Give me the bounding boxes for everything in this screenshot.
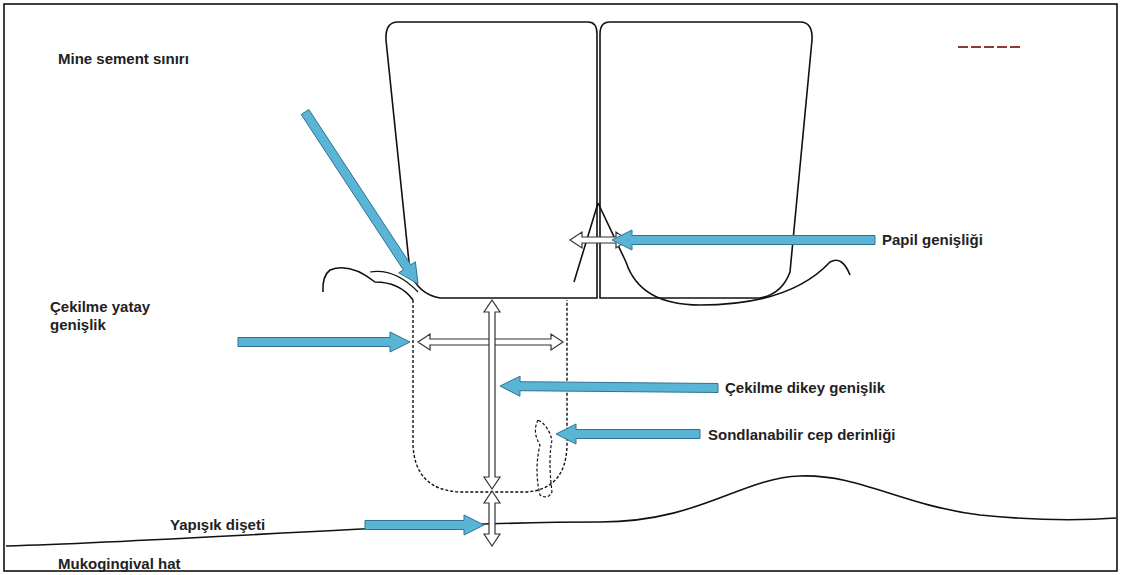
frame: [4, 4, 1117, 571]
callout-label: Çekilme yatay genişlik: [50, 298, 180, 334]
measure-arrow: [484, 300, 500, 489]
recession-outline: [413, 300, 567, 492]
pointer-arrow: [556, 424, 700, 444]
gingival-margin: [626, 260, 850, 305]
tooth-crown: [600, 22, 812, 298]
callout-label: Mine sement sınırı: [58, 50, 189, 68]
callout-label: Yapışık dişeti: [170, 516, 265, 534]
pointer-arrow: [301, 110, 418, 285]
pointer-arrow: [612, 230, 875, 250]
measure-arrow: [484, 491, 500, 546]
callout-label: Sondlanabilir cep derinliği: [708, 426, 896, 444]
tooth-crown: [386, 22, 597, 298]
callout-label: Mukogingival hat: [58, 555, 181, 573]
callout-label: Çekilme dikey genişlik: [725, 379, 885, 397]
pocket-outline: [535, 420, 552, 497]
mucogingival-line: [6, 476, 1116, 546]
scale-bar: [958, 46, 1022, 48]
pointer-arrow: [500, 376, 718, 396]
callout-label: Papil genişliği: [882, 231, 983, 249]
pointer-arrow: [238, 332, 410, 352]
pointer-arrow: [365, 515, 484, 535]
